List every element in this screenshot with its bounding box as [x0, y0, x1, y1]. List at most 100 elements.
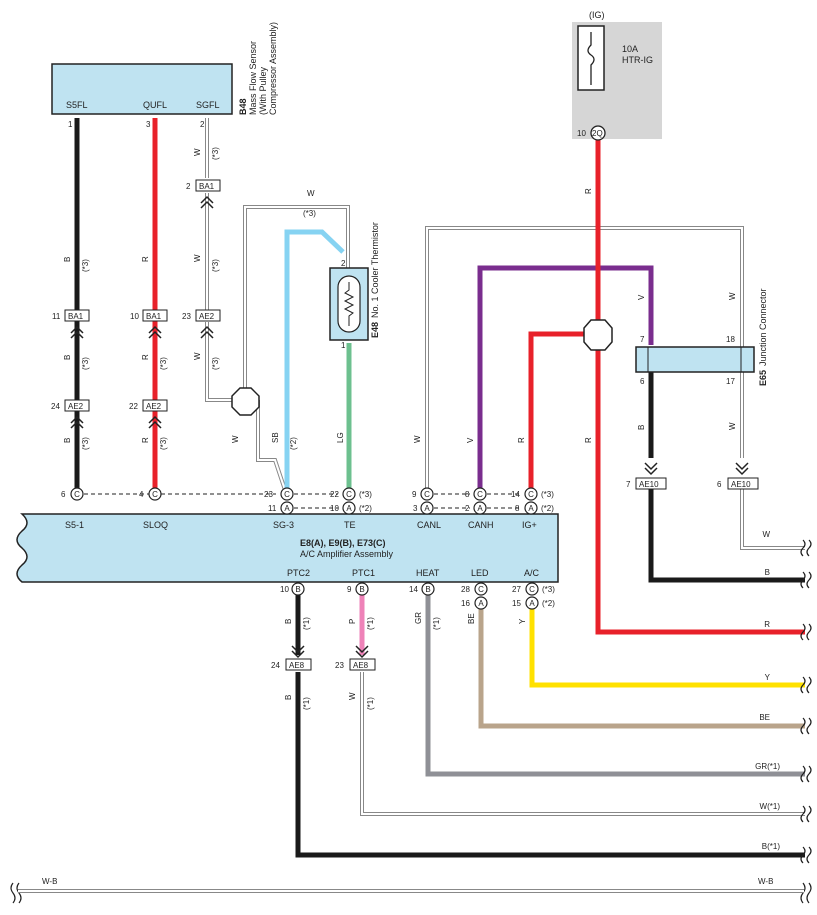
svg-text:W: W [307, 189, 315, 198]
amp-bottom-label: PTC2 [287, 568, 310, 578]
svg-text:B48: B48 [238, 98, 248, 115]
svg-text:BA1: BA1 [68, 312, 84, 321]
amp-top-label: CANL [417, 520, 441, 530]
svg-text:(*3): (*3) [541, 490, 554, 499]
svg-text:A: A [478, 599, 484, 608]
svg-text:(*3): (*3) [81, 259, 90, 272]
svg-text:AE10: AE10 [639, 480, 659, 489]
svg-text:C: C [346, 490, 352, 499]
svg-text:11: 11 [268, 504, 277, 513]
junction-pin: 7 [640, 335, 645, 344]
wire-sb [284, 229, 345, 490]
svg-text:(*1): (*1) [366, 617, 375, 630]
svg-text:(*3): (*3) [81, 357, 90, 370]
wire-y-ac [529, 604, 805, 688]
svg-text:AE8: AE8 [353, 661, 369, 670]
svg-text:AE10: AE10 [731, 480, 751, 489]
wire-w-canl [425, 226, 805, 550]
b48-pin-name: SGFL [196, 100, 220, 110]
wire-r-igplus [528, 331, 586, 490]
svg-text:6: 6 [717, 480, 722, 489]
svg-text:LG: LG [336, 432, 345, 443]
svg-text:28: 28 [461, 585, 470, 594]
svg-text:8: 8 [515, 504, 520, 513]
svg-text:24: 24 [51, 402, 60, 411]
svg-text:B: B [63, 257, 72, 262]
svg-text:14: 14 [409, 585, 418, 594]
svg-text:V: V [637, 294, 646, 300]
b48-pin-num: 2 [200, 120, 205, 129]
svg-text:C: C [529, 585, 535, 594]
svg-text:23: 23 [182, 312, 191, 321]
amp-title: E8(A), E9(B), E73(C) [300, 538, 386, 548]
svg-text:W: W [413, 435, 422, 443]
svg-text:W: W [728, 292, 737, 300]
connector-ae2-s5fl: AE2 24 [51, 399, 90, 412]
wire-be-led [478, 604, 805, 729]
svg-text:(*1): (*1) [302, 617, 311, 630]
svg-text:R: R [517, 437, 526, 443]
svg-text:BE: BE [467, 613, 476, 624]
svg-text:P: P [348, 619, 357, 624]
svg-text:GR: GR [414, 612, 423, 624]
amp-top-label: IG+ [522, 520, 537, 530]
b48-pin-num: 3 [146, 120, 151, 129]
fuse-conn: 2Q [592, 129, 603, 138]
svg-text:(*3): (*3) [159, 437, 168, 450]
svg-text:7: 7 [626, 480, 631, 489]
svg-text:B: B [637, 425, 646, 430]
svg-text:C: C [424, 490, 430, 499]
connector-ae2-sgfl: AE2 23 [182, 309, 221, 322]
svg-text:B: B [359, 585, 364, 594]
fuse-pin [590, 125, 606, 141]
svg-text:W(*1): W(*1) [760, 802, 781, 811]
svg-text:AE2: AE2 [199, 312, 215, 321]
fuse-ig-label: (IG) [589, 10, 605, 20]
svg-text:(*1): (*1) [432, 617, 441, 630]
svg-text:A: A [284, 504, 290, 513]
svg-text:R: R [141, 256, 150, 262]
amp-top-label: SG-3 [273, 520, 294, 530]
amp-top-label: SLOQ [143, 520, 168, 530]
svg-text:11: 11 [52, 312, 61, 321]
svg-text:A: A [346, 504, 352, 513]
junction-pin: 18 [726, 335, 735, 344]
thermistor-pin: 2 [341, 259, 346, 268]
svg-text:R: R [141, 437, 150, 443]
svg-text:(*1): (*1) [366, 697, 375, 710]
svg-text:B: B [63, 355, 72, 360]
svg-text:BA1: BA1 [199, 182, 215, 191]
connector-ae2-qufl: AE2 22 [129, 399, 168, 412]
svg-text:24: 24 [271, 661, 280, 670]
svg-text:3: 3 [413, 504, 418, 513]
fuse-rating: 10A [622, 44, 638, 54]
svg-text:C: C [477, 490, 483, 499]
b48-label: B48 Mass Flow Sensor (With Pulley Compre… [238, 22, 278, 115]
connector-ae10-right: AE10 6 [717, 477, 759, 490]
wire-gr-heat [425, 592, 805, 777]
svg-text:W: W [193, 254, 202, 262]
wire-b-ptc2 [295, 592, 805, 858]
right-edge-labels: W B R Y BE GR(*1) W(*1) B(*1) [755, 530, 780, 851]
svg-text:9: 9 [347, 585, 352, 594]
fuse-pin-num: 10 [577, 129, 586, 138]
svg-text:B: B [284, 619, 293, 624]
svg-text:R: R [764, 620, 770, 629]
connector-ba1-sgfl: BA1 2 [186, 179, 221, 192]
wire-b-e65 [648, 372, 805, 583]
svg-text:(*1): (*1) [302, 697, 311, 710]
svg-text:(*3): (*3) [211, 259, 220, 272]
svg-text:C: C [528, 490, 534, 499]
thermistor-pin: 1 [341, 341, 346, 350]
e48-label: E48 No. 1 Cooler Thermistor [370, 222, 380, 338]
svg-text:W: W [231, 435, 240, 443]
svg-text:C: C [74, 490, 80, 499]
svg-text:15: 15 [512, 599, 521, 608]
svg-text:AE8: AE8 [289, 661, 305, 670]
svg-text:Junction Connector: Junction Connector [758, 288, 768, 366]
b48-pin-name: S5FL [66, 100, 88, 110]
amp-top-label: CANH [468, 520, 494, 530]
svg-text:23: 23 [264, 490, 273, 499]
svg-text:B: B [425, 585, 430, 594]
svg-text:C: C [284, 490, 290, 499]
